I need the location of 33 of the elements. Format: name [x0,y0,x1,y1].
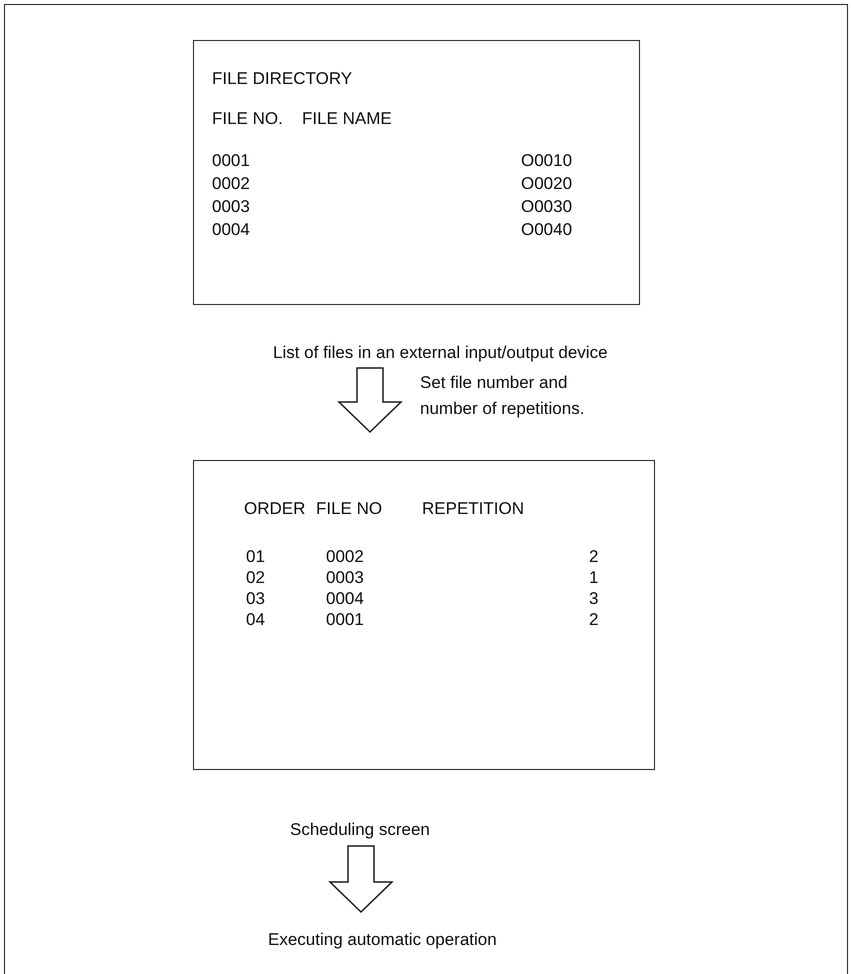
table-cell: O0040 [521,220,572,240]
table-cell: 2 [589,610,598,630]
table-cell: 0004 [326,589,364,609]
table-cell: 01 [246,547,265,567]
column-header: ORDER [244,499,306,519]
table-cell: 04 [246,610,265,630]
block-arrow [337,367,403,434]
table-cell: 03 [246,589,265,609]
table-cell: 02 [246,568,265,588]
screen-panel [193,460,655,770]
column-header: REPETITION [422,499,524,519]
table-cell: O0020 [521,174,572,194]
table-cell: O0010 [521,151,572,171]
table-cell: 1 [589,568,598,588]
table-cell: 0003 [326,568,364,588]
column-header: FILE NO. [212,109,283,129]
table-cell: 0002 [326,547,364,567]
column-header: FILE NO [316,499,382,519]
table-cell: 0003 [212,197,250,217]
table-cell: 3 [589,589,598,609]
table-cell: 0002 [212,174,250,194]
screen-caption: List of files in an external input/output device [273,343,608,363]
table-cell: 0001 [212,151,250,171]
table-cell: O0030 [521,197,572,217]
table-cell: 0004 [212,220,250,240]
screen-title: FILE DIRECTORY [212,69,352,89]
table-cell: 0001 [326,610,364,630]
screen-caption: Scheduling screen [290,820,430,840]
block-arrow [328,845,394,914]
column-header: FILE NAME [302,109,392,129]
screen-panel [193,40,640,305]
table-cell: 2 [589,547,598,567]
step-text: Executing automatic operation [268,928,497,952]
